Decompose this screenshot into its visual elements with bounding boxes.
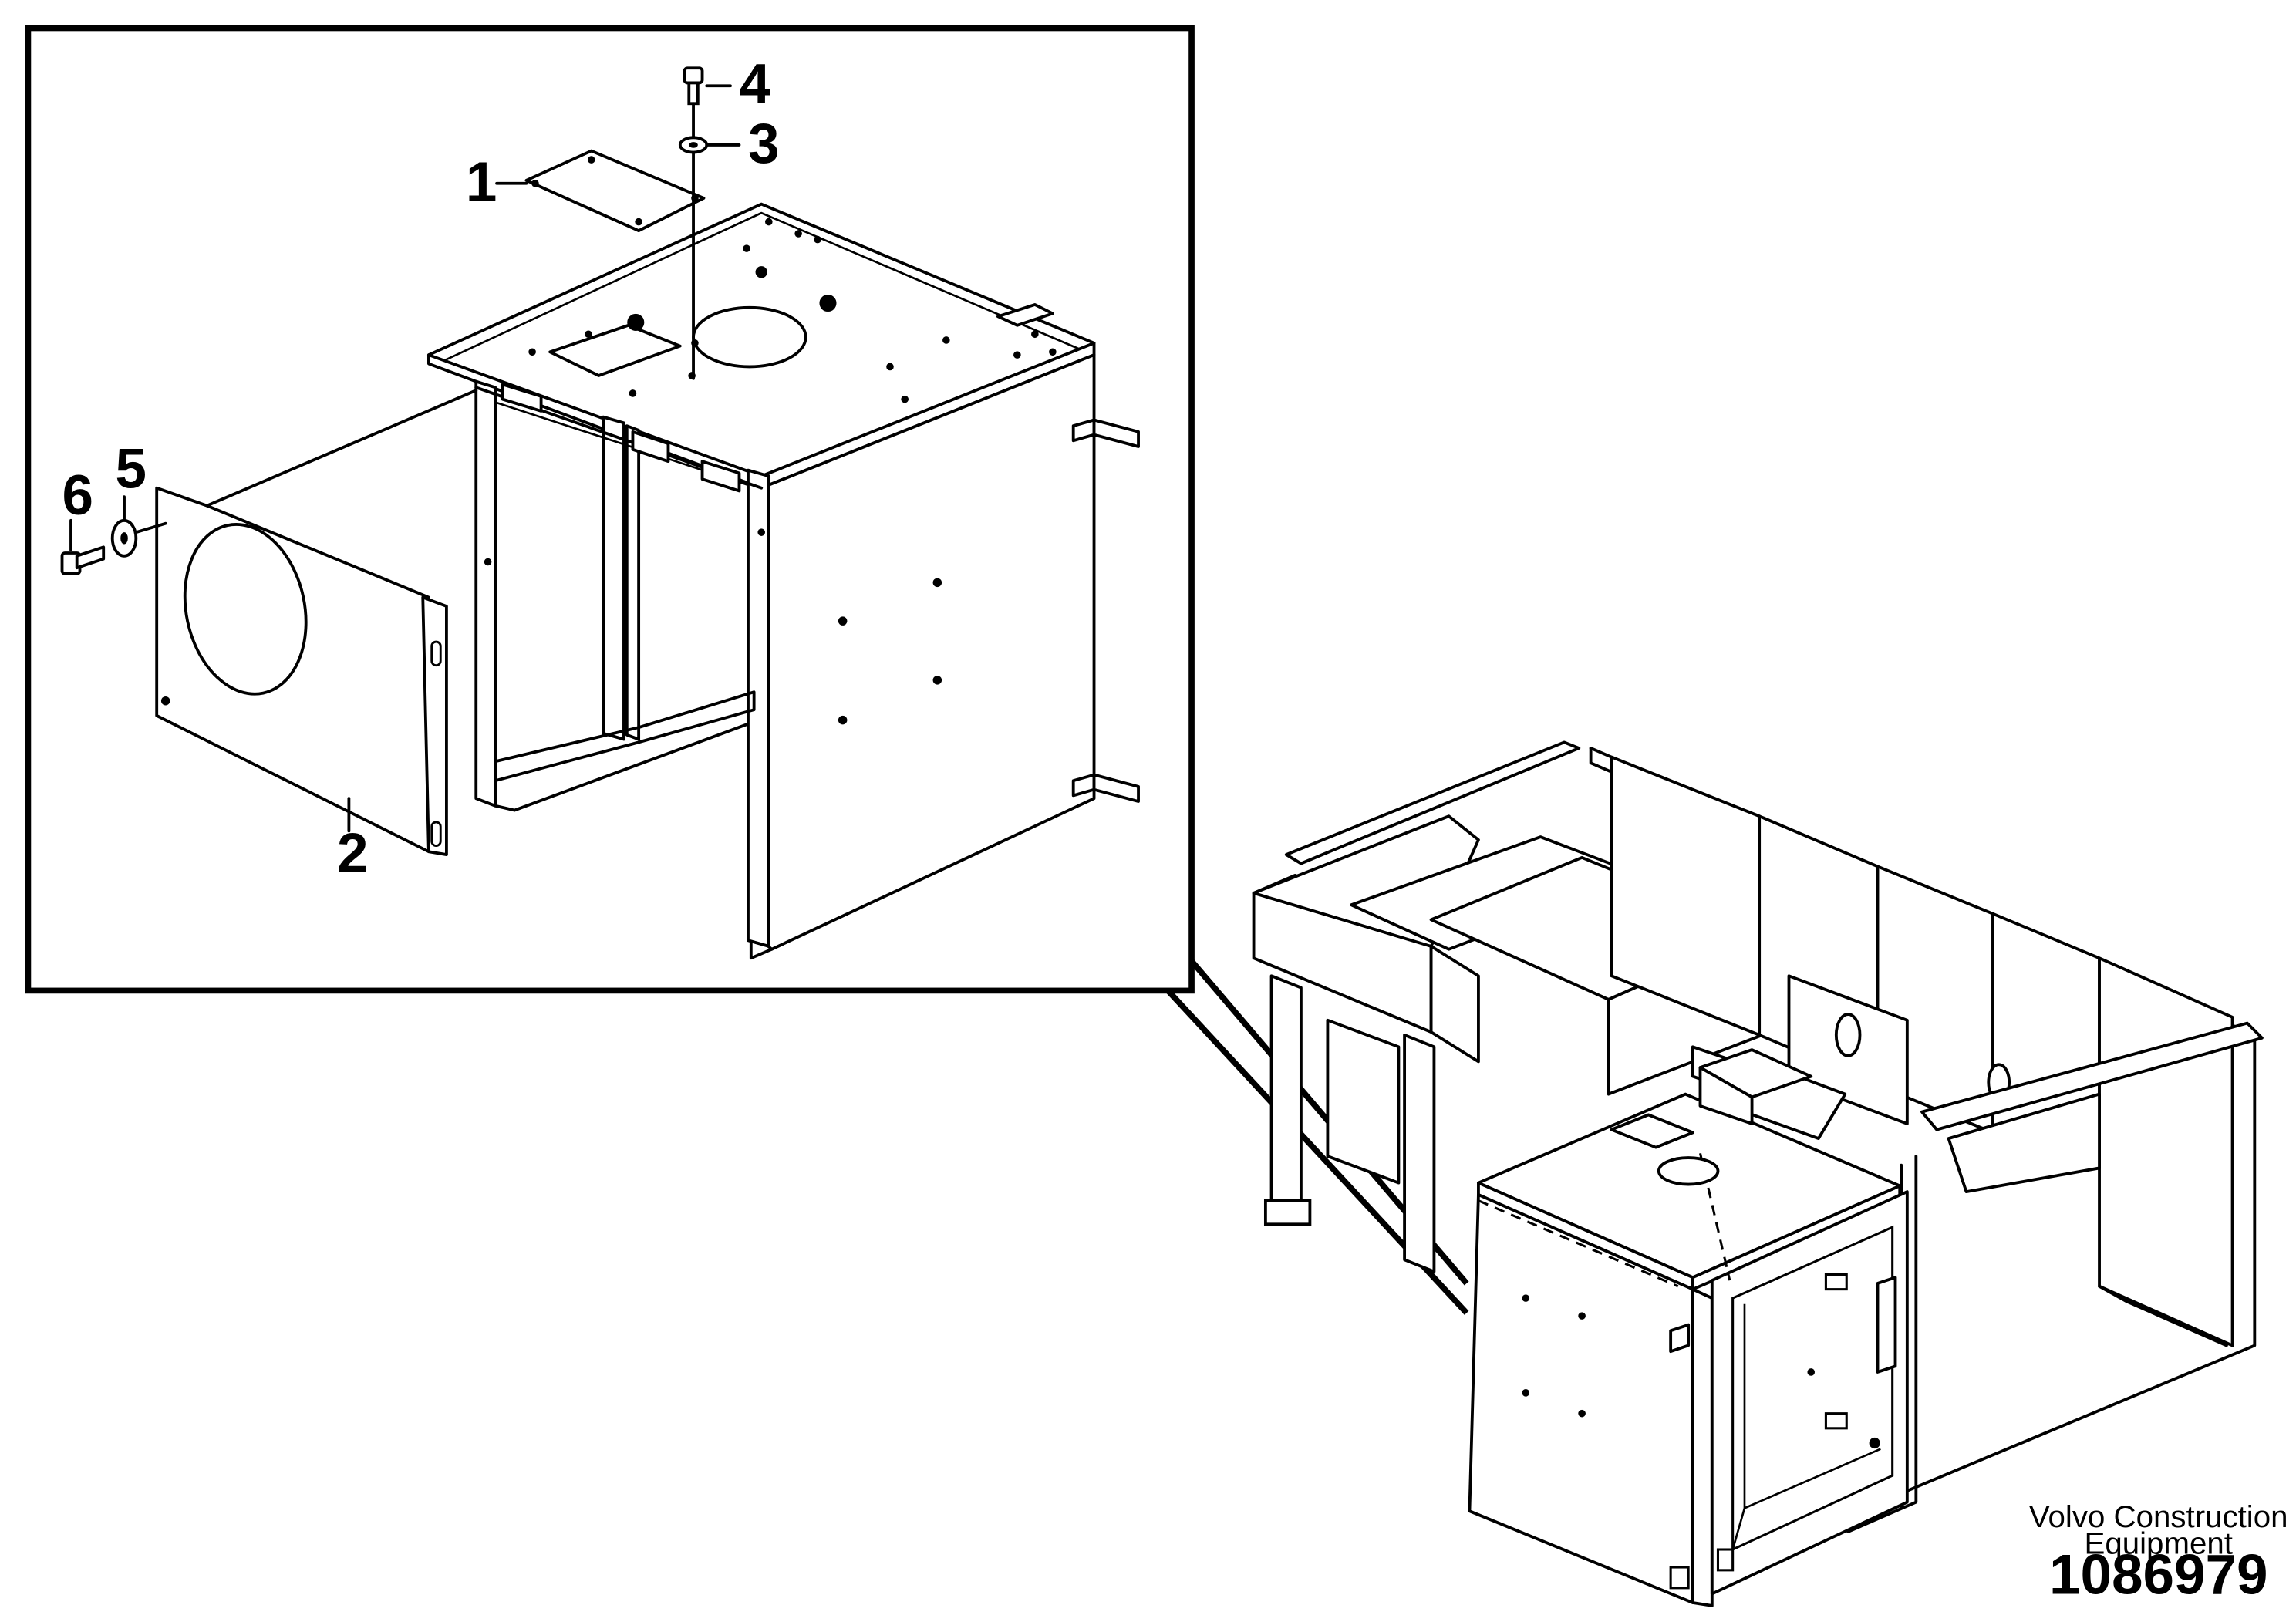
part-number: 1086979 [2049, 1544, 2268, 1607]
part-3-4-bolt-washer [678, 66, 741, 380]
detail-frame [25, 25, 1195, 994]
callout-1: 1 [466, 151, 497, 214]
part-1-cover-plate [495, 149, 706, 233]
brand-line-2: Equipment [2085, 1526, 2233, 1561]
callout-6: 6 [62, 464, 94, 527]
callout-5: 5 [116, 438, 147, 501]
callout-4: 4 [739, 53, 770, 116]
part-5-6-washer-bolt [60, 495, 167, 575]
highlighted-cabinet [1468, 1048, 1909, 1607]
side-panel-holes [484, 528, 942, 725]
callout-3: 3 [748, 113, 780, 175]
main-frame-assembly [1252, 740, 2264, 1533]
cabinet-detail [426, 202, 1140, 960]
part-2-side-panel [155, 389, 478, 856]
callout-2: 2 [337, 822, 369, 885]
top-plate-holes [528, 218, 1057, 403]
brand-line-1: Volvo Construction [2029, 1499, 2288, 1534]
